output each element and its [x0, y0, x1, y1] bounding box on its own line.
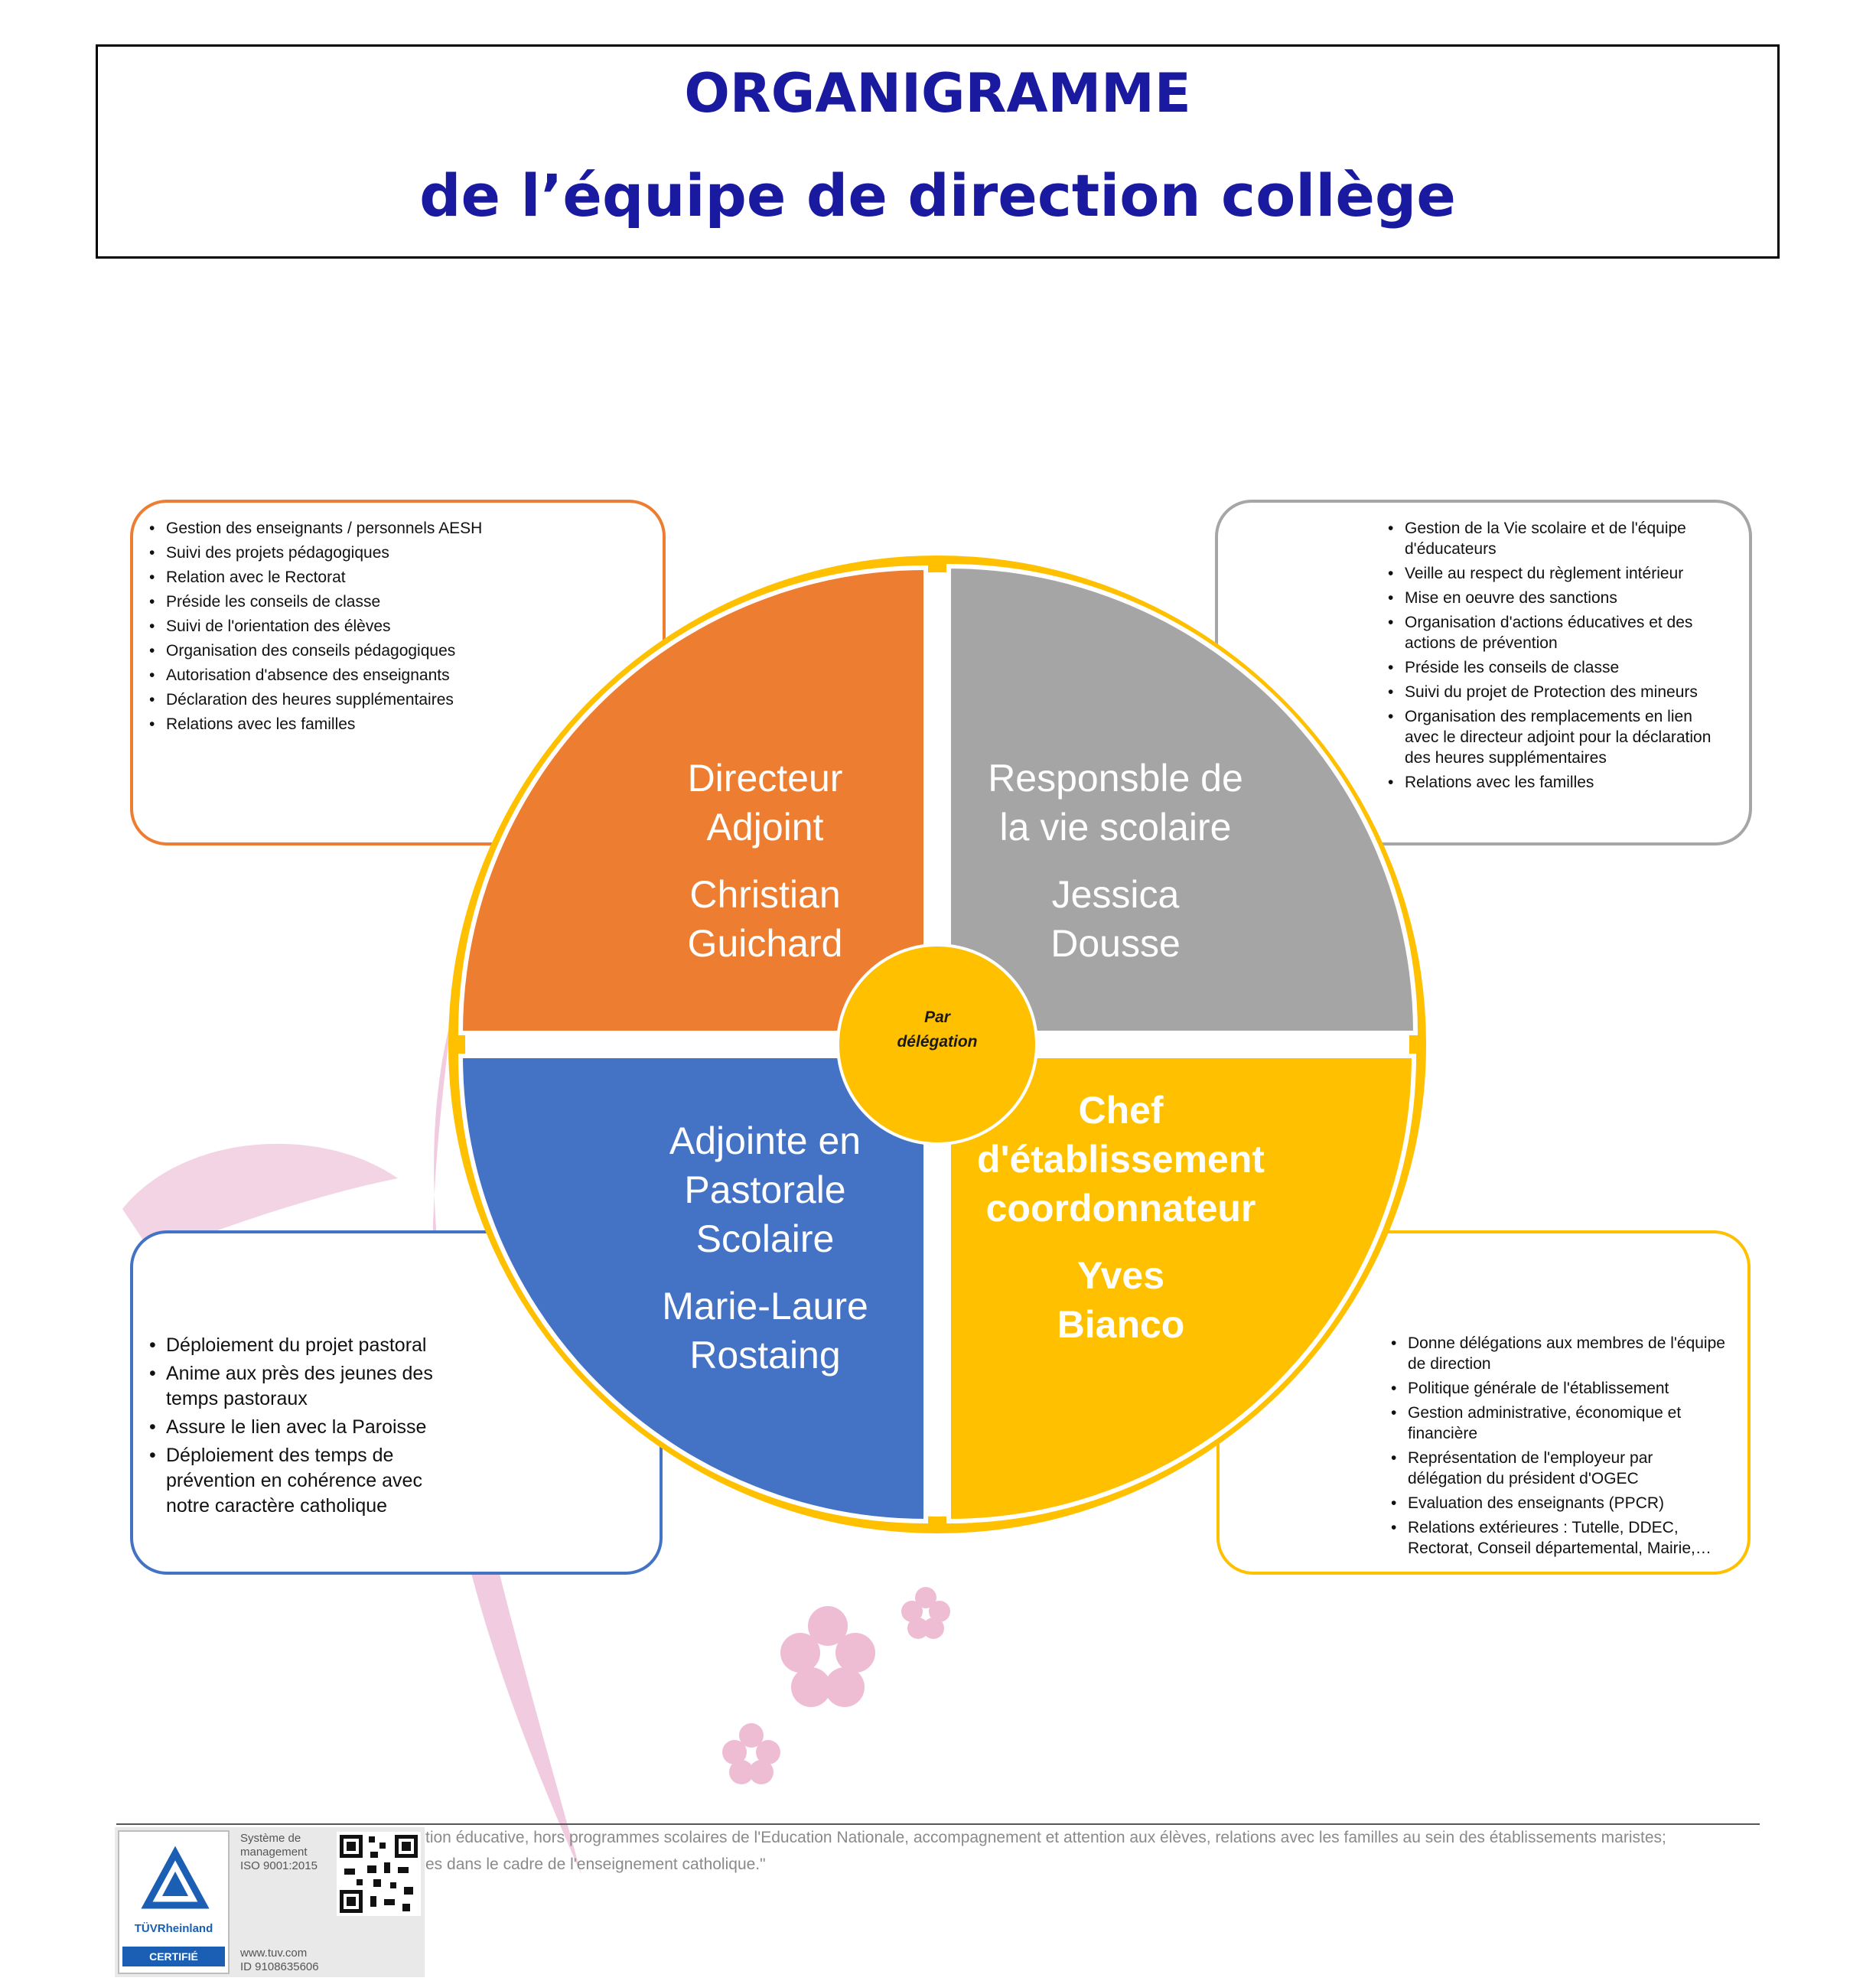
footer-text-line: tion éducative, hors programmes scolaire…: [425, 1829, 1666, 1846]
center-label: Par délégation: [897, 1008, 977, 1051]
system-line: management: [240, 1846, 308, 1859]
person-name-line: Bianco: [1057, 1303, 1185, 1346]
duty-item: Gestion de la Vie scolaire et de l'équip…: [1388, 518, 1725, 559]
person-name-line: Yves: [1077, 1254, 1164, 1297]
duty-item: Suivi des projets pédagogiques: [149, 542, 501, 563]
system-label: Système de management ISO 9001:2015: [240, 1832, 318, 1873]
role-line: la vie scolaire: [1000, 806, 1232, 849]
footer-divider: [116, 1823, 1760, 1825]
duty-item: Préside les conseils de classe: [149, 591, 501, 612]
duty-item: Autorisation d'absence des enseignants: [149, 665, 501, 686]
label-top-left: Directeur Adjoint Christian Guichard: [688, 757, 843, 965]
role-line: coordonnateur: [986, 1187, 1256, 1230]
duty-item: Relations extérieures : Tutelle, DDEC, R…: [1391, 1517, 1728, 1559]
title-box: ORGANIGRAMME de l’équipe de direction co…: [96, 44, 1780, 259]
duty-item: Gestion des enseignants / personnels AES…: [149, 518, 501, 539]
duty-item: Suivi du projet de Protection des mineur…: [1388, 682, 1725, 702]
duty-item: Mise en oeuvre des sanctions: [1388, 588, 1725, 608]
role-line: d'établissement: [977, 1138, 1265, 1181]
duty-item: Organisation des conseils pédagogiques: [149, 640, 501, 661]
flower-tiny: [901, 1587, 950, 1639]
duties-list: Déploiement du projet pastoral Anime aux…: [149, 1333, 471, 1522]
footer-text-line: es dans le cadre de l'enseignement catho…: [425, 1856, 766, 1873]
page-subtitle: de l’équipe de direction collège: [419, 161, 1456, 230]
duty-item: Organisation d'actions éducatives et des…: [1388, 612, 1725, 653]
duty-item: Assure le lien avec la Paroisse: [149, 1415, 471, 1440]
system-line: Système de: [240, 1832, 301, 1845]
quadrant-top-right: [946, 563, 1418, 1035]
role-line: Pastorale: [684, 1168, 845, 1211]
duty-item: Relations avec les familles: [1388, 772, 1725, 793]
duty-item: Donne délégations aux membres de l'équip…: [1391, 1333, 1728, 1374]
label-bottom-left: Adjointe en Pastorale Scolaire Marie-Lau…: [662, 1119, 868, 1377]
role-line: Scolaire: [696, 1217, 835, 1260]
duty-item: Politique générale de l'établissement: [1391, 1378, 1728, 1399]
duty-item: Déclaration des heures supplémentaires: [149, 689, 501, 710]
role-line: Directeur: [688, 757, 843, 800]
certified-badge: CERTIFIÉ: [122, 1947, 225, 1966]
duty-item: Organisation des remplacements en lien a…: [1388, 706, 1725, 768]
label-bottom-right: Chef d'établissement coordonnateur Yves …: [977, 1089, 1265, 1346]
flower-small: [722, 1723, 780, 1784]
cert-web: www.tuv.com: [240, 1947, 308, 1960]
person-name-line: Christian: [689, 873, 840, 916]
duty-item: Relations avec les familles: [149, 714, 501, 735]
cert-id: ID 9108635606: [240, 1960, 319, 1973]
tuv-brand: TÜVRheinland: [134, 1922, 213, 1935]
person-name-line: Marie-Laure: [662, 1285, 868, 1328]
role-line: Adjointe en: [669, 1119, 861, 1162]
role-line: Chef: [1078, 1089, 1163, 1132]
role-line: Responsble de: [988, 757, 1243, 800]
duty-item: Suivi de l'orientation des élèves: [149, 616, 501, 637]
card-chef-etablissement: Donne délégations aux membres de l'équip…: [1216, 1230, 1751, 1575]
person-name-line: Guichard: [688, 922, 843, 965]
duties-list: Donne délégations aux membres de l'équip…: [1391, 1333, 1728, 1562]
label-top-right: Responsble de la vie scolaire Jessica Do…: [988, 757, 1243, 965]
center-circle: [836, 943, 1038, 1145]
certification-block: TÜVRheinland CERTIFIÉ Système de managem…: [115, 1827, 425, 1977]
person-name-line: Jessica: [1052, 873, 1180, 916]
duty-item: Préside les conseils de classe: [1388, 657, 1725, 678]
center-line: Par: [924, 1008, 952, 1026]
duty-item: Représentation de l'employeur par déléga…: [1391, 1448, 1728, 1489]
person-name-line: Dousse: [1050, 922, 1181, 965]
qr-code-icon: [337, 1832, 421, 1916]
tuv-triangle-icon: [141, 1846, 210, 1909]
duties-list: Gestion des enseignants / personnels AES…: [149, 518, 501, 738]
person-name-line: Rostaing: [689, 1334, 840, 1377]
duties-list: Gestion de la Vie scolaire et de l'équip…: [1388, 518, 1725, 797]
duty-item: Déploiement du projet pastoral: [149, 1333, 471, 1358]
page-title: ORGANIGRAMME: [684, 62, 1191, 125]
center-line: délégation: [897, 1033, 977, 1051]
quadrant-bottom-right: [946, 1054, 1417, 1524]
flower-large: [780, 1606, 875, 1707]
duty-item: Evaluation des enseignants (PPCR): [1391, 1493, 1728, 1513]
system-line: ISO 9001:2015: [240, 1859, 318, 1872]
duty-item: Gestion administrative, économique et fi…: [1391, 1403, 1728, 1444]
duty-item: Relation avec le Rectorat: [149, 567, 501, 588]
quadrant-top-left: [458, 565, 928, 1035]
role-line: Adjoint: [707, 806, 824, 849]
duty-item: Déploiement des temps de prévention en c…: [149, 1443, 471, 1519]
tuv-logo: TÜVRheinland CERTIFIÉ: [118, 1830, 230, 1974]
duty-item: Veille au respect du règlement intérieur: [1388, 563, 1725, 584]
pink-leaf: [122, 1143, 398, 1255]
duty-item: Anime aux près des jeunes des temps past…: [149, 1361, 471, 1412]
quadrant-bottom-left: [458, 1054, 928, 1524]
